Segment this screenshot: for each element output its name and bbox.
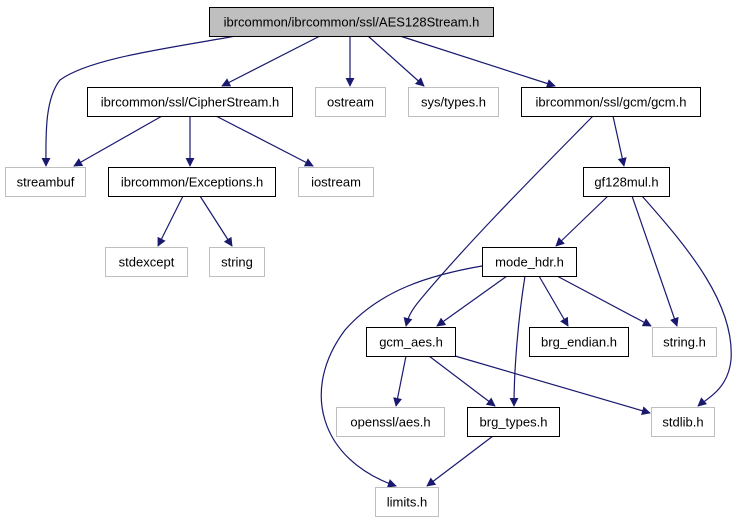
edge-modehdr-to-brgendian xyxy=(538,275,569,327)
node-box xyxy=(375,487,439,517)
edge-modehdr-to-limits xyxy=(320,265,483,488)
edge-modehdr-to-brgtypes xyxy=(509,275,526,407)
edge-modehdr-to-gcmaes xyxy=(436,275,508,327)
edge-gf128mul-to-modehdr xyxy=(555,195,609,247)
node-gcm[interactable]: ibrcommon/ssl/gcm/gcm.h xyxy=(521,87,701,117)
edge-cipherstream-to-streambuf xyxy=(73,115,163,167)
node-box xyxy=(529,327,629,357)
node-label: openssl/aes.h xyxy=(350,415,430,430)
edge-exceptions-to-stdexcept xyxy=(157,195,184,247)
node-limits: limits.h xyxy=(375,487,439,517)
edge-brgtypes-to-limits xyxy=(426,435,494,487)
node-systypes: sys/types.h xyxy=(408,87,499,117)
edge-gcm-to-gcmaes xyxy=(403,115,594,327)
node-label: ibrcommon/ibrcommon/ssl/AES128Stream.h xyxy=(224,15,480,30)
node-streambuf: streambuf xyxy=(5,167,86,197)
edge-aes128stream-to-cipherstream xyxy=(221,35,321,87)
edges-layer xyxy=(41,35,732,488)
node-label: iostream xyxy=(311,175,361,190)
node-aes128stream[interactable]: ibrcommon/ibrcommon/ssl/AES128Stream.h xyxy=(209,7,494,37)
edge-gf128mul-to-stdlib xyxy=(641,195,732,407)
edge-aes128stream-to-gcm xyxy=(399,35,556,88)
edge-gcmaes-to-stdlib xyxy=(454,355,651,416)
node-label: gf128mul.h xyxy=(594,175,658,190)
node-label: stdlib.h xyxy=(662,415,703,430)
node-label: mode_hdr.h xyxy=(495,255,564,270)
node-label: ibrcommon/Exceptions.h xyxy=(121,175,263,190)
node-box xyxy=(209,7,494,37)
node-label: streambuf xyxy=(17,175,75,190)
node-gf128mul[interactable]: gf128mul.h xyxy=(583,167,670,197)
node-box xyxy=(651,407,715,437)
node-cipherstream[interactable]: ibrcommon/ssl/CipherStream.h xyxy=(87,87,293,117)
node-modehdr[interactable]: mode_hdr.h xyxy=(482,247,577,277)
node-label: sys/types.h xyxy=(421,95,486,110)
node-label: string xyxy=(221,255,253,270)
node-label: ostream xyxy=(327,95,374,110)
edge-exceptions-to-string xyxy=(199,195,233,247)
node-box xyxy=(467,407,560,437)
node-box xyxy=(108,167,276,197)
nodes-layer: ibrcommon/ibrcommon/ssl/AES128Stream.h ib… xyxy=(5,7,717,517)
edge-cipherstream-to-iostream xyxy=(215,115,314,167)
edge-aes128stream-to-streambuf xyxy=(41,35,237,167)
edge-aes128stream-to-systypes xyxy=(367,35,425,87)
node-stringh: string.h xyxy=(652,327,717,357)
node-label: gcm_aes.h xyxy=(379,335,443,350)
node-box xyxy=(652,327,717,357)
node-box xyxy=(336,407,445,437)
node-box xyxy=(105,247,188,277)
node-label: string.h xyxy=(663,335,706,350)
node-label: brg_endian.h xyxy=(541,335,617,350)
edge-modehdr-to-stringh xyxy=(556,275,652,327)
edge-gcm-to-gf128mul xyxy=(612,115,627,167)
node-opensslaes: openssl/aes.h xyxy=(336,407,445,437)
node-gcmaes[interactable]: gcm_aes.h xyxy=(366,327,456,357)
node-box xyxy=(5,167,86,197)
node-box xyxy=(408,87,499,117)
node-ostream: ostream xyxy=(315,87,386,117)
edge-gf128mul-to-stringh xyxy=(631,195,679,327)
node-label: stdexcept xyxy=(119,255,175,270)
node-box xyxy=(583,167,670,197)
node-box xyxy=(366,327,456,357)
node-iostream: iostream xyxy=(298,167,374,197)
node-box xyxy=(87,87,293,117)
edge-gcmaes-to-opensslaes xyxy=(393,355,407,407)
node-box xyxy=(298,167,374,197)
node-label: brg_types.h xyxy=(480,415,548,430)
node-box xyxy=(482,247,577,277)
edge-gcmaes-to-brgtypes xyxy=(428,355,496,407)
node-label: ibrcommon/ssl/gcm/gcm.h xyxy=(536,95,687,110)
node-brgendian[interactable]: brg_endian.h xyxy=(529,327,629,357)
node-brgtypes[interactable]: brg_types.h xyxy=(467,407,560,437)
node-stdlib: stdlib.h xyxy=(651,407,715,437)
node-box xyxy=(209,247,265,277)
node-stdexcept: stdexcept xyxy=(105,247,188,277)
node-label: limits.h xyxy=(387,495,427,510)
node-box xyxy=(315,87,386,117)
node-label: ibrcommon/ssl/CipherStream.h xyxy=(101,95,279,110)
node-string: string xyxy=(209,247,265,277)
node-exceptions[interactable]: ibrcommon/Exceptions.h xyxy=(108,167,276,197)
node-box xyxy=(521,87,701,117)
